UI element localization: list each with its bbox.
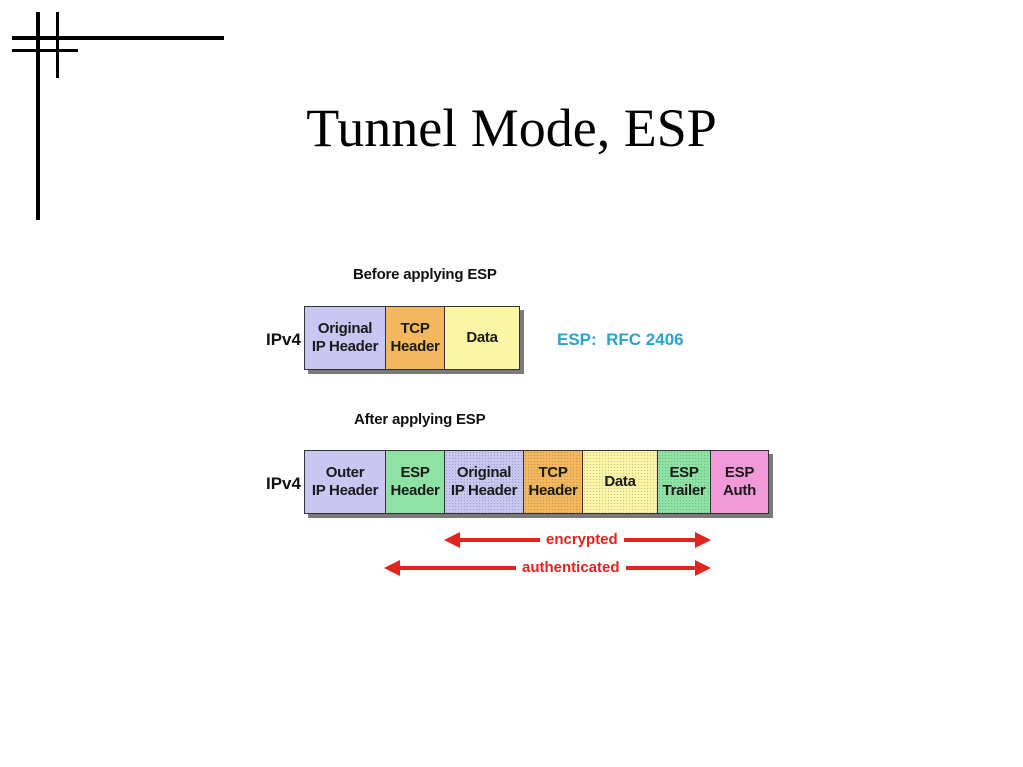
encrypted-label: encrypted: [540, 531, 624, 548]
corner-decoration-vertical-short: [56, 12, 59, 78]
after-segment-data: Data: [583, 451, 658, 513]
after-segment-outer-ip-header: Outer IP Header: [305, 451, 386, 513]
after-segment-original-ip-header: Original IP Header: [445, 451, 524, 513]
corner-decoration-horizontal-short: [12, 49, 78, 52]
authenticated-label: authenticated: [516, 559, 626, 576]
corner-decoration-vertical-long: [36, 12, 40, 220]
slide-title: Tunnel Mode, ESP: [306, 98, 717, 158]
authenticated-arrow-right-head: [695, 560, 711, 576]
before-caption: Before applying ESP: [353, 266, 497, 283]
after-caption: After applying ESP: [354, 411, 486, 428]
encrypted-arrow-right-head: [695, 532, 711, 548]
before-segment-original-ip-header: Original IP Header: [305, 307, 386, 369]
before-segment-tcp-header: TCP Header: [386, 307, 445, 369]
after-segment-esp-header: ESP Header: [386, 451, 445, 513]
after-segment-esp-auth: ESP Auth: [711, 451, 768, 513]
after-segment-esp-trailer: ESP Trailer: [658, 451, 711, 513]
before-row-label: IPv4: [266, 330, 301, 349]
authenticated-arrow-left-head: [384, 560, 400, 576]
rfc-note: ESP: RFC 2406: [557, 330, 684, 349]
before-segment-data: Data: [445, 307, 519, 369]
corner-decoration-horizontal-long: [12, 36, 224, 40]
encrypted-arrow-left-head: [444, 532, 460, 548]
after-row-label: IPv4: [266, 474, 301, 493]
after-segment-tcp-header: TCP Header: [524, 451, 583, 513]
